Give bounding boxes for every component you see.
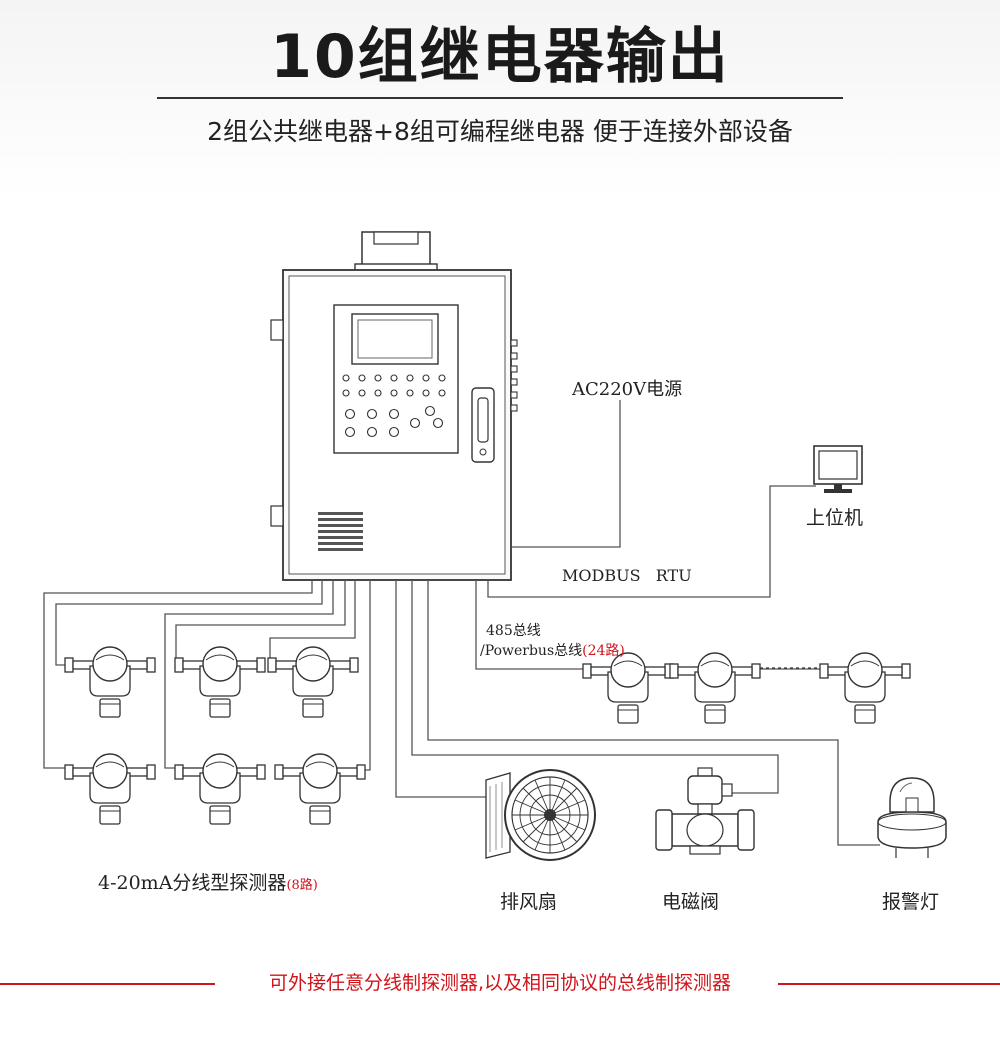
split-detector-3 bbox=[267, 646, 359, 718]
split-detectors bbox=[64, 646, 366, 825]
split-detector-5 bbox=[174, 753, 266, 825]
bus-detectors bbox=[582, 652, 911, 724]
split-detector-1 bbox=[64, 646, 156, 718]
page-title: 10组继电器输出 bbox=[270, 22, 730, 92]
bus-label-text: /Powerbus总线 bbox=[480, 643, 583, 659]
alarm-light-label: 报警灯 bbox=[882, 891, 940, 913]
page-subtitle: 2组公共继电器+8组可编程继电器 便于连接外部设备 bbox=[207, 117, 793, 146]
wiring-lines bbox=[43, 400, 905, 846]
split-count-badge: (8路) bbox=[286, 878, 318, 893]
footer-note: 可外接任意分线制探测器,以及相同协议的总线制探测器 bbox=[0, 968, 1000, 995]
alarm-light-icon bbox=[877, 777, 947, 858]
bus-detector-1 bbox=[582, 652, 674, 724]
bus-detector-3 bbox=[819, 652, 911, 724]
split-detector-label: 4-20mA分线型探测器(8路) bbox=[98, 868, 318, 895]
bus-detector-2 bbox=[669, 652, 761, 724]
header-background bbox=[0, 0, 1000, 200]
footer-divider-right bbox=[778, 983, 1000, 985]
bus-label-line2: /Powerbus总线(24路) bbox=[480, 640, 625, 660]
footer-text: 可外接任意分线制探测器,以及相同协议的总线制探测器 bbox=[256, 972, 744, 994]
split-detector-4 bbox=[64, 753, 156, 825]
monitor-icon bbox=[813, 445, 863, 493]
host-label: 上位机 bbox=[806, 507, 864, 529]
bus-label-line1: 485总线 bbox=[486, 623, 541, 639]
title-divider bbox=[157, 97, 843, 99]
power-label: AC220V电源 bbox=[572, 379, 683, 400]
footer-divider-left bbox=[0, 983, 215, 985]
controller-unit bbox=[270, 231, 518, 581]
bus-count-badge: (24路) bbox=[582, 643, 625, 659]
split-detector-6 bbox=[274, 753, 366, 825]
valve-icon bbox=[655, 767, 755, 855]
split-detector-text: 4-20mA分线型探测器 bbox=[98, 872, 287, 894]
valve-label: 电磁阀 bbox=[662, 891, 720, 913]
split-detector-2 bbox=[174, 646, 266, 718]
fan-icon bbox=[485, 769, 596, 861]
fan-label: 排风扇 bbox=[500, 891, 558, 913]
modbus-label: MODBUS RTU bbox=[562, 566, 692, 585]
